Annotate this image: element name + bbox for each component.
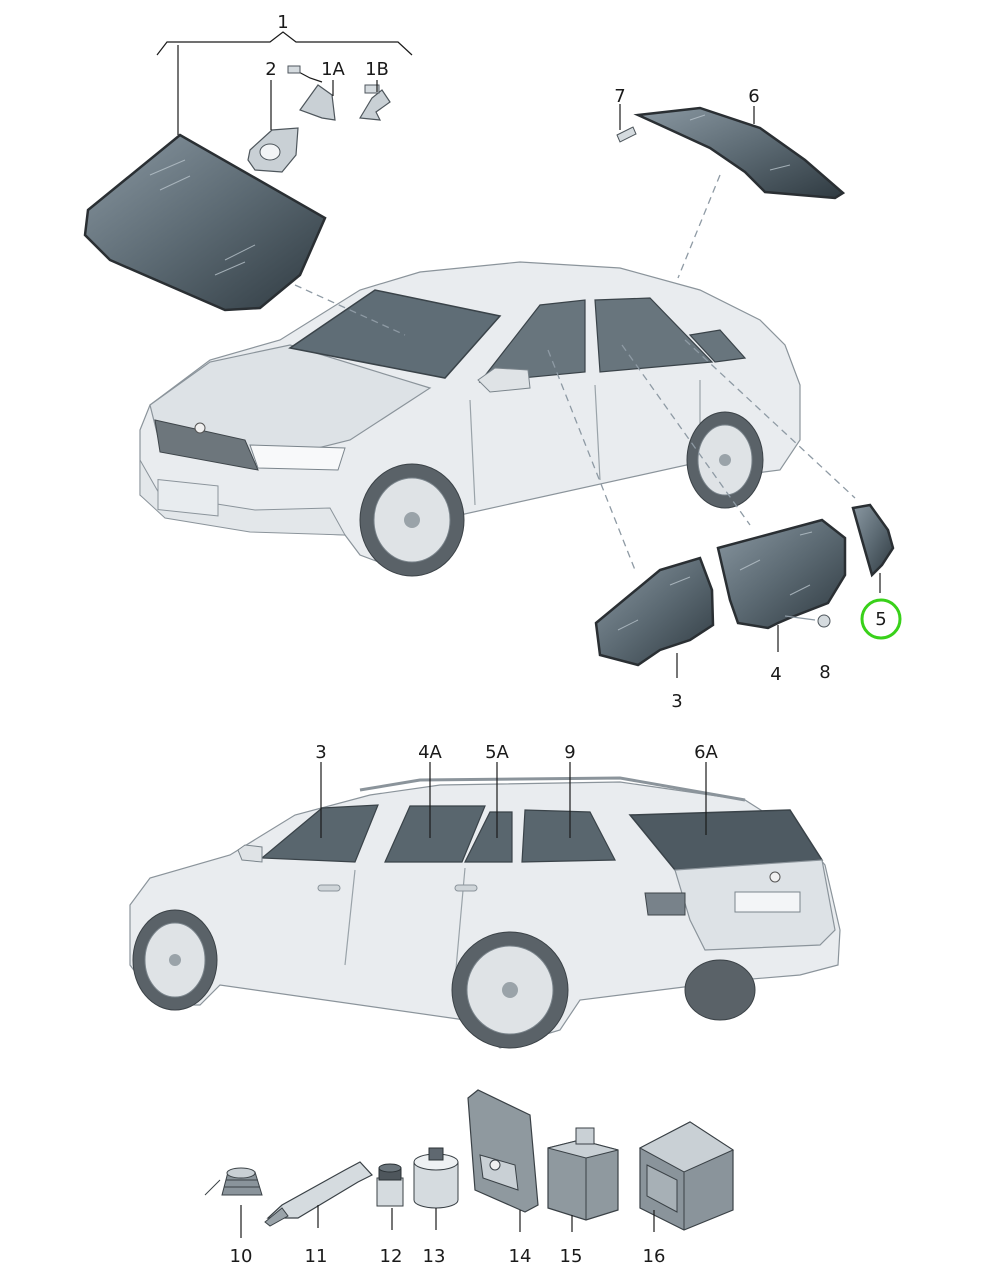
- callout-4[interactable]: 4: [770, 664, 781, 685]
- callout-1[interactable]: 1: [277, 12, 288, 33]
- callout-6a[interactable]: 6A: [694, 742, 718, 763]
- callout-8[interactable]: 8: [819, 662, 830, 683]
- callout-16[interactable]: 16: [643, 1246, 666, 1267]
- rear-window-part: [633, 106, 846, 200]
- clip-part: [784, 614, 831, 628]
- callout-13[interactable]: 13: [423, 1246, 446, 1267]
- callout-9[interactable]: 9: [564, 742, 575, 763]
- callout-labels: 1 2 1A 1B 7 6 5 3 4 8 3 4A 5A 9 6A 10 11…: [230, 12, 887, 1267]
- callout-7[interactable]: 7: [614, 86, 625, 107]
- sensor-bracket-part: [247, 127, 299, 173]
- middle-callout-lines: [320, 762, 707, 838]
- highlight-ring: [860, 598, 902, 640]
- cleaner-can-part: [413, 1147, 459, 1209]
- callout-14[interactable]: 14: [509, 1246, 532, 1267]
- callout-5[interactable]: 5: [875, 609, 886, 630]
- callout-10[interactable]: 10: [230, 1246, 253, 1267]
- primer-bottle-part: [376, 1163, 404, 1207]
- top-leader-lines: [294, 174, 856, 571]
- callout-3[interactable]: 3: [671, 691, 682, 712]
- accessories: [204, 1089, 735, 1231]
- top-callout-lines: [156, 31, 881, 678]
- callout-4a[interactable]: 4A: [418, 742, 442, 763]
- repair-kit-box-part: [638, 1121, 735, 1231]
- quarter-window-part: [851, 503, 895, 578]
- spacer-part: [204, 1167, 263, 1196]
- pouch-part: [467, 1089, 539, 1213]
- bottom-callout-lines: [240, 1205, 655, 1238]
- adhesive-tube-part: [264, 1161, 373, 1227]
- activator-bottle-part: [547, 1127, 619, 1221]
- callout-1a[interactable]: 1A: [321, 59, 345, 80]
- sensor-cover-part: [287, 65, 336, 121]
- rear-door-glass-part: [716, 518, 847, 630]
- callout-15[interactable]: 15: [560, 1246, 583, 1267]
- bracket-1b-part: [358, 84, 391, 121]
- front-door-glass-part: [594, 556, 715, 667]
- estate-illustration: [129, 776, 841, 1049]
- pin-part: [616, 126, 637, 143]
- callout-1b[interactable]: 1B: [365, 59, 389, 80]
- callout-6[interactable]: 6: [748, 86, 759, 107]
- callout-3-estate[interactable]: 3: [315, 742, 326, 763]
- sedan-illustration: [139, 261, 801, 577]
- callout-5a[interactable]: 5A: [485, 742, 509, 763]
- windshield-part: [83, 133, 327, 312]
- callout-11[interactable]: 11: [305, 1246, 328, 1267]
- callout-12[interactable]: 12: [380, 1246, 403, 1267]
- callout-2[interactable]: 2: [265, 59, 276, 80]
